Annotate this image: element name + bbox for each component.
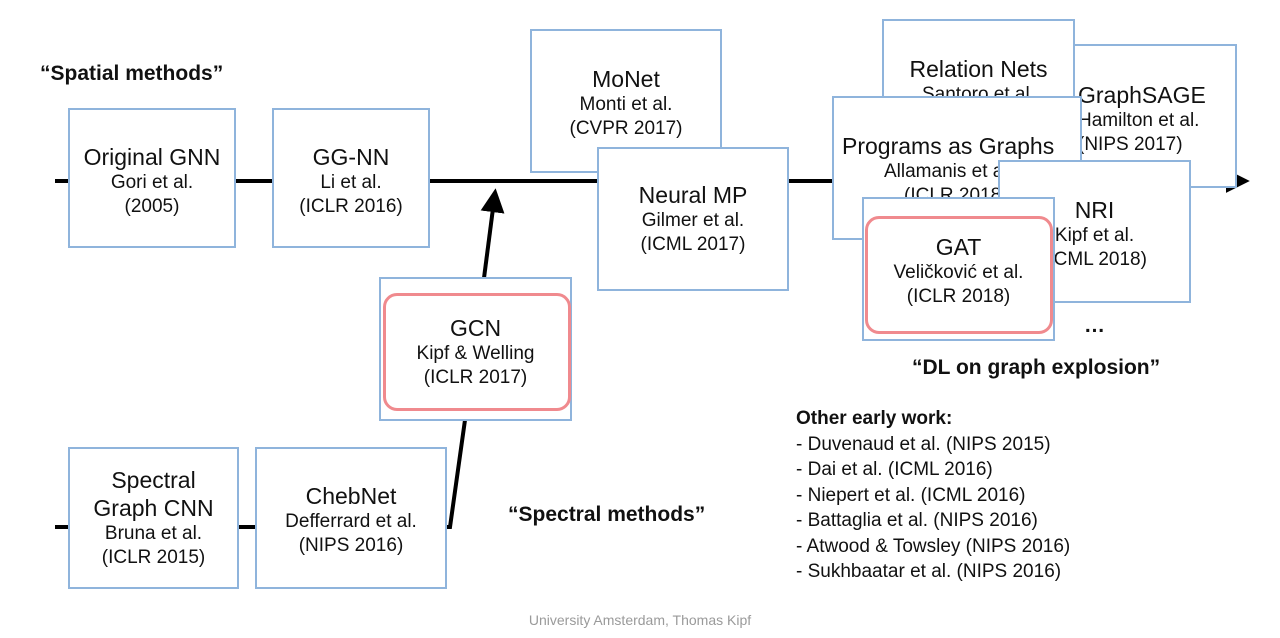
other-work-item: - Duvenaud et al. (NIPS 2015)	[796, 433, 1051, 455]
box-gcn: GCN Kipf & Welling (ICLR 2017)	[379, 277, 572, 421]
box-spectral-graph-cnn: Spectral Graph CNN Bruna et al. (ICLR 20…	[68, 447, 239, 589]
box-authors: Gori et al.	[110, 172, 194, 193]
box-title: ChebNet	[305, 483, 397, 509]
box-gg-nn: GG-NN Li et al. (ICLR 2016)	[272, 108, 430, 248]
box-authors: Defferrard et al.	[285, 511, 417, 532]
box-authors: Bruna et al.	[104, 523, 203, 544]
other-work-item: - Dai et al. (ICML 2016)	[796, 459, 993, 480]
box-venue: (2005)	[124, 196, 180, 217]
box-original-gnn: Original GNN Gori et al. (2005)	[68, 108, 236, 248]
other-work-heading: Other early work:	[796, 408, 953, 429]
box-monet: MoNet Monti et al. (CVPR 2017)	[530, 29, 722, 173]
box-venue: (ICML 2018)	[1042, 249, 1147, 270]
box-neural-mp: Neural MP Gilmer et al. (ICML 2017)	[597, 147, 789, 291]
box-title: MoNet	[592, 66, 660, 92]
spectral-methods-label: “Spectral methods”	[508, 503, 706, 526]
box-title-line1: Spectral	[111, 467, 196, 493]
box-title: NRI	[1074, 197, 1115, 223]
box-title: GAT	[935, 234, 982, 260]
footer-credit: University Amsterdam, Thomas Kipf	[528, 612, 752, 628]
other-work-item: - Battaglia et al. (NIPS 2016)	[796, 510, 1038, 531]
box-gat: GAT Veličković et al. (ICLR 2018)	[862, 197, 1055, 341]
box-title: GraphSAGE	[1078, 82, 1206, 108]
box-title-line2: Graph CNN	[93, 495, 214, 521]
box-title: Original GNN	[83, 144, 221, 170]
box-title: Programs as Graphs	[842, 133, 1055, 159]
box-venue: (ICLR 2017)	[423, 367, 528, 388]
explosion-label: “DL on graph explosion”	[912, 356, 1161, 379]
box-title: Relation Nets	[909, 56, 1048, 82]
box-venue: (ICLR 2018)	[906, 286, 1011, 307]
box-title: Neural MP	[638, 182, 748, 208]
box-authors: Kipf et al.	[1054, 225, 1135, 246]
box-title: GG-NN	[312, 144, 390, 170]
box-chebnet: ChebNet Defferrard et al. (NIPS 2016)	[255, 447, 447, 589]
box-authors: Kipf & Welling	[416, 343, 535, 364]
box-authors: Gilmer et al.	[641, 210, 745, 231]
box-venue: (NIPS 2017)	[1078, 134, 1183, 155]
box-authors: Hamilton et al.	[1078, 110, 1200, 131]
box-authors: Allamanis et al.	[884, 161, 1013, 182]
ellipsis: …	[1084, 314, 1105, 337]
box-venue: (ICML 2017)	[640, 234, 746, 255]
box-authors: Monti et al.	[579, 94, 673, 115]
box-title: GCN	[449, 315, 502, 341]
other-work-item: - Niepert et al. (ICML 2016)	[796, 484, 1026, 506]
box-authors: Veličković et al.	[893, 262, 1024, 283]
spatial-methods-label: “Spatial methods”	[40, 62, 224, 85]
other-work-item: - Sukhbaatar et al. (NIPS 2016)	[796, 561, 1062, 582]
box-venue: (CVPR 2017)	[569, 118, 683, 139]
box-venue: (NIPS 2016)	[298, 535, 404, 556]
other-work-item: - Atwood & Towsley (NIPS 2016)	[796, 535, 1071, 557]
other-early-work: Other early work: - Duvenaud et al. (NIP…	[796, 406, 1070, 585]
box-venue: (ICLR 2016)	[299, 196, 403, 217]
gcn-to-timeline-arrow	[480, 188, 505, 279]
box-authors: Li et al.	[320, 172, 382, 193]
box-venue: (ICLR 2015)	[101, 547, 206, 568]
